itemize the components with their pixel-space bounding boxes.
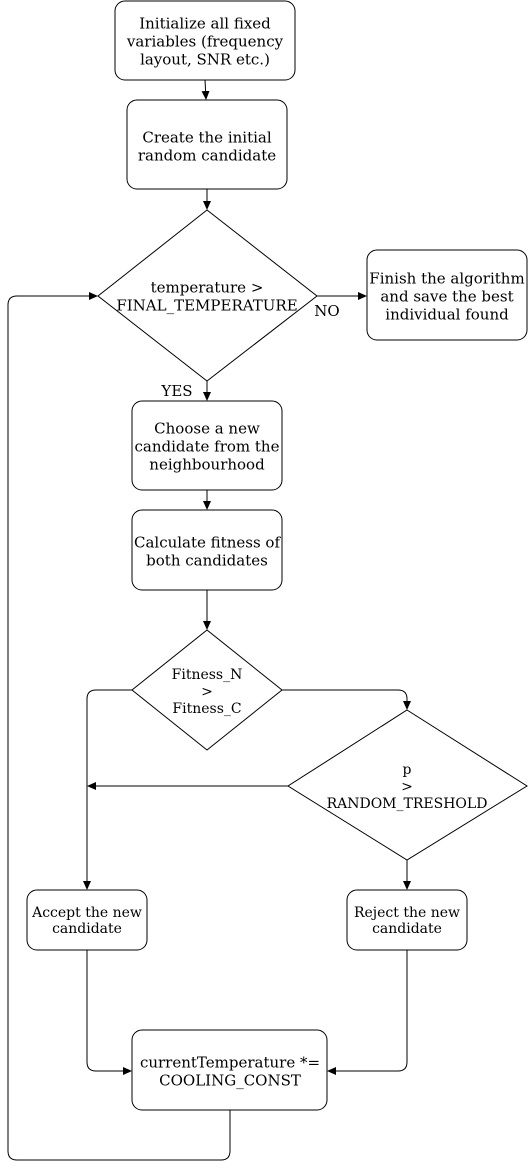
fitness-check-line: Fitness_N [172,667,243,683]
edge-label-no: NO [314,302,339,320]
edge-init-create [201,79,210,100]
temp-check-label: temperature >FINAL_TEMPERATURE [116,278,297,314]
finish-line: individual found [385,305,509,323]
cool-label: currentTemperature *=COOLING_CONST [140,1053,320,1089]
finish-line: Finish the algorithm [369,269,524,287]
edge-fitness-p [282,689,411,710]
p-check-line: > [401,779,413,795]
edge-cool-loop [7,292,231,1161]
accept-line: Accept the new [31,905,142,921]
temp-check-line: temperature > [151,278,264,296]
finish-box [366,249,528,341]
choose-line: candidate from the [135,437,280,455]
create-line: Create the initial [142,128,271,146]
fitness-check-line: > [201,684,213,700]
edge-reject-cool [327,950,408,1075]
choose-line: Choose a new [154,419,260,437]
p-check-label: p>RANDOM_TRESHOLD [327,762,488,812]
reject-line: candidate [372,921,442,937]
cool-line: COOLING_CONST [159,1071,301,1089]
temp-check-line: FINAL_TEMPERATURE [116,296,297,314]
edge-label-yes: YES [160,382,192,400]
calc-line: both candidates [146,551,268,569]
cool-line: currentTemperature *= [140,1053,320,1071]
init-line: layout, SNR etc.) [140,50,270,68]
accept-line: candidate [52,921,122,937]
fitness-check-label: Fitness_N>Fitness_C [172,667,243,717]
create-line: random candidate [138,146,276,164]
finish-line: and save the best [380,287,513,305]
p-check-line: RANDOM_TRESHOLD [327,796,488,812]
fitness-check-line: Fitness_C [172,701,241,717]
choose-line: neighbourhood [149,455,265,473]
p-check-line: p [403,762,412,778]
edge-fitness-accept [83,689,132,890]
fitness-check-diamond [131,629,283,751]
calc-line: Calculate fitness of [134,533,281,551]
reject-line: Reject the new [354,905,460,921]
init-line: Initialize all fixed [139,14,271,32]
init-line: variables (frequency [126,32,284,50]
edge-accept-cool [86,950,132,1075]
